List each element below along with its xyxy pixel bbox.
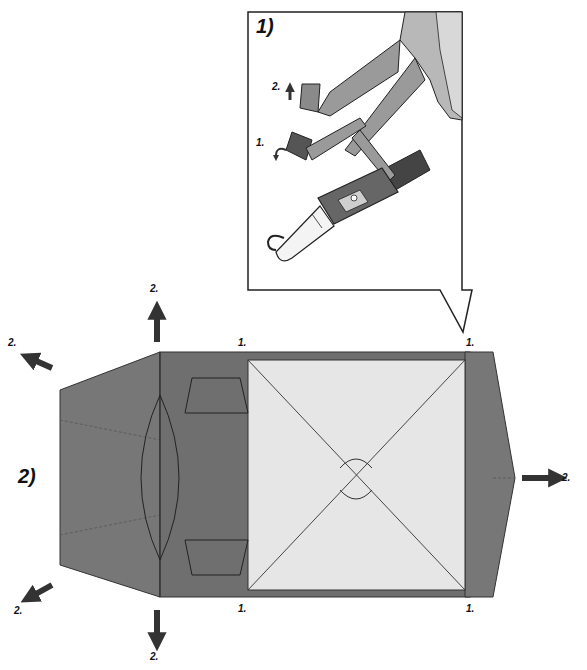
pull-arrows [34,316,552,636]
step-number: 2. [150,284,158,294]
step-number: 2. [150,652,158,662]
step-number: 1. [256,138,264,148]
step-number: 1. [466,604,474,614]
step-number: 1. [238,338,246,348]
inset-number: 1) [256,16,274,36]
callout-inset [248,12,472,332]
view-number: 2) [18,466,36,486]
step-number: 1. [466,338,474,348]
step-number: 2. [14,606,22,616]
tent-footprint [60,352,515,597]
step-number: 2. [8,338,16,348]
step-number: 2. [562,473,570,483]
step-number: 1. [238,604,246,614]
step-number: 2. [272,82,280,92]
